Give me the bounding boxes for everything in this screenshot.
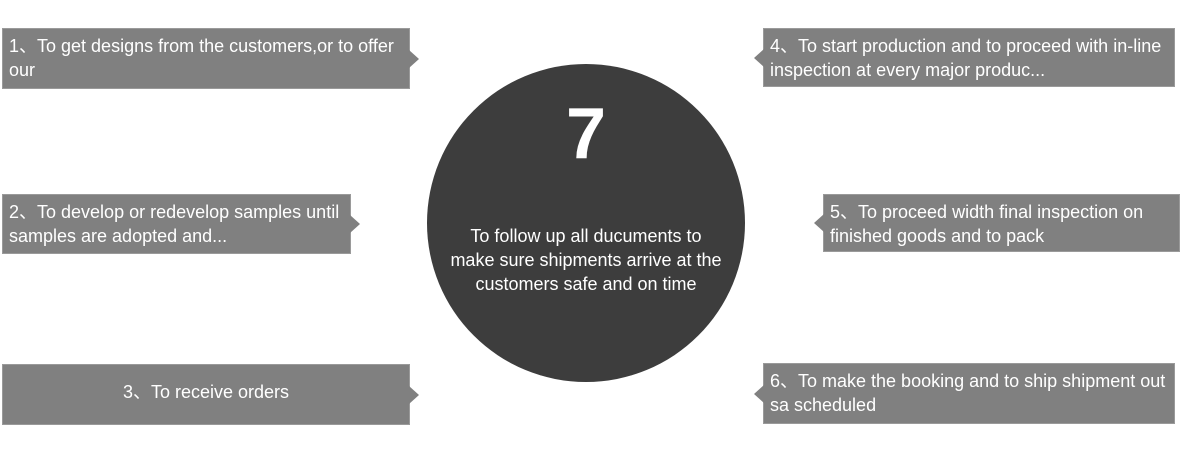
center-step-number: 7 bbox=[565, 94, 607, 174]
step-5-pointer bbox=[814, 214, 824, 232]
step-3-pointer bbox=[409, 385, 419, 404]
step-5-text: 5、To proceed width final inspection on f… bbox=[830, 202, 1144, 246]
step-2-pointer bbox=[350, 215, 360, 233]
step-6-box: 6、To make the booking and to ship shipme… bbox=[754, 363, 1175, 424]
step-5-box: 5、To proceed width final inspection on f… bbox=[814, 194, 1180, 252]
step-6-text: 6、To make the booking and to ship shipme… bbox=[770, 371, 1166, 415]
step-1-text: 1、To get designs from the customers,or t… bbox=[9, 36, 394, 80]
step-3-text: 3、To receive orders bbox=[122, 382, 290, 402]
step-6-pointer bbox=[754, 384, 764, 403]
step-2-text: 2、To develop or redevelop samples until … bbox=[9, 202, 340, 246]
step-4-box: 4、To start production and to proceed wit… bbox=[754, 28, 1175, 87]
center-circle: 7 To follow up all ducuments to make sur… bbox=[427, 64, 745, 382]
step-4-text: 4、To start production and to proceed wit… bbox=[770, 36, 1162, 80]
step-1-pointer bbox=[409, 49, 419, 68]
step-4-pointer bbox=[754, 48, 764, 67]
step-2-box: 2、To develop or redevelop samples until … bbox=[2, 194, 360, 254]
step-3-box: 3、To receive orders bbox=[2, 364, 419, 425]
step-1-box: 1、To get designs from the customers,or t… bbox=[2, 28, 419, 89]
center-step-text: To follow up all ducuments to make sure … bbox=[450, 226, 722, 294]
